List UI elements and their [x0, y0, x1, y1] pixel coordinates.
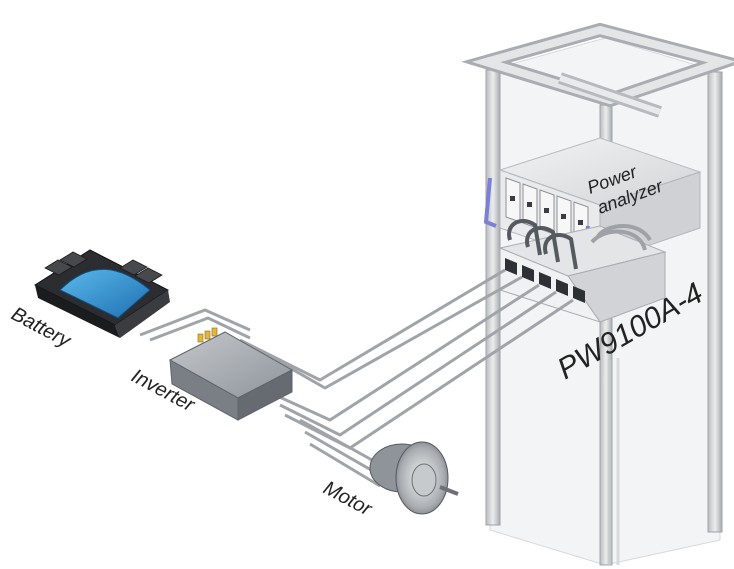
battery-pack-icon [33, 249, 170, 338]
inverter-box-icon [168, 327, 294, 421]
motor-label: Motor [320, 477, 377, 521]
current-sensor-unit-icon [498, 225, 667, 323]
electric-motor-icon [369, 441, 459, 515]
cable-bundle [139, 219, 652, 488]
